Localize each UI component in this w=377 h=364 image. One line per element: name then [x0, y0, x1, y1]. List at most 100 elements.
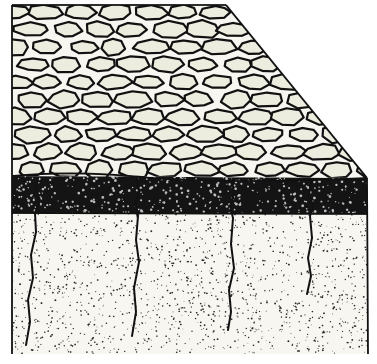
crust-speck: [44, 186, 46, 188]
soil-speck: [213, 320, 214, 321]
soil-speck: [135, 323, 136, 324]
soil-speck: [16, 335, 17, 336]
mud-plate: [203, 75, 231, 87]
soil-speck: [362, 277, 364, 279]
soil-speck: [15, 341, 16, 342]
crust-speck: [225, 177, 228, 180]
soil-speck: [215, 296, 216, 297]
soil-speck: [343, 291, 344, 292]
soil-speck: [272, 274, 274, 276]
crust-speck: [288, 187, 290, 189]
soil-speck: [184, 219, 186, 221]
soil-speck: [270, 245, 272, 247]
soil-speck: [212, 271, 214, 273]
soil-speck: [269, 237, 271, 239]
soil-speck: [220, 253, 221, 254]
soil-speck: [80, 260, 81, 261]
soil-speck: [90, 231, 91, 232]
soil-speck: [25, 218, 27, 220]
crust-speck: [175, 193, 178, 196]
soil-speck: [54, 299, 56, 301]
soil-speck: [255, 293, 257, 295]
soil-speck: [307, 348, 309, 350]
soil-speck: [196, 285, 197, 286]
soil-speck: [62, 287, 63, 288]
soil-speck: [155, 309, 156, 310]
soil-speck: [287, 340, 289, 342]
soil-speck: [173, 262, 175, 264]
soil-speck: [127, 329, 128, 330]
soil-speck: [109, 315, 111, 317]
soil-speck: [156, 314, 158, 316]
soil-speck: [334, 353, 335, 354]
soil-speck: [13, 322, 15, 324]
soil-speck: [22, 326, 23, 327]
soil-speck: [229, 257, 231, 259]
soil-speck: [69, 274, 71, 276]
soil-speck: [148, 253, 149, 254]
crust-speck: [152, 206, 154, 208]
soil-speck: [120, 339, 122, 341]
soil-speck: [114, 327, 115, 328]
soil-speck: [294, 306, 296, 308]
crust-speck: [283, 185, 285, 187]
crust-speck: [143, 185, 145, 187]
soil-speck: [24, 223, 25, 224]
soil-speck: [347, 253, 348, 254]
soil-speck: [24, 239, 25, 240]
soil-speck: [255, 298, 256, 299]
soil-speck: [363, 224, 364, 225]
soil-speck: [22, 352, 23, 353]
soil-speck: [127, 222, 129, 224]
soil-speck: [327, 331, 328, 332]
soil-speck: [362, 315, 363, 316]
soil-speck: [281, 325, 283, 327]
crust-speck: [362, 181, 364, 183]
crust-speck: [159, 199, 161, 201]
soil-speck: [195, 275, 196, 276]
soil-speck: [158, 322, 159, 323]
soil-speck: [228, 306, 229, 307]
soil-speck: [227, 345, 228, 346]
soil-speck: [322, 295, 323, 296]
crust-speck: [253, 182, 255, 184]
soil-speck: [44, 285, 45, 286]
soil-speck: [76, 309, 77, 310]
soil-speck: [127, 240, 128, 241]
soil-speck: [226, 281, 227, 282]
soil-speck: [282, 252, 284, 254]
soil-speck: [122, 322, 124, 324]
crust-speck: [313, 181, 315, 183]
soil-speck: [338, 219, 339, 220]
soil-speck: [306, 231, 307, 232]
soil-speck: [307, 334, 308, 335]
soil-speck: [65, 312, 66, 313]
crust-speck: [188, 193, 189, 194]
crust-speck: [235, 203, 238, 206]
soil-speck: [312, 317, 313, 318]
soil-speck: [348, 268, 350, 270]
soil-speck: [203, 311, 204, 312]
soil-speck: [181, 307, 182, 308]
crust-speck: [78, 192, 81, 195]
soil-speck: [139, 324, 140, 325]
soil-speck: [250, 248, 252, 250]
soil-speck: [21, 321, 23, 323]
soil-speck: [44, 293, 45, 294]
soil-speck: [217, 224, 218, 225]
soil-speck: [337, 240, 338, 241]
mud-plate: [224, 126, 249, 142]
soil-speck: [70, 344, 72, 346]
soil-speck: [87, 256, 89, 258]
soil-speck: [301, 272, 302, 273]
soil-speck: [327, 244, 328, 245]
mud-plate: [97, 110, 131, 124]
soil-speck: [176, 305, 177, 306]
soil-speck: [169, 261, 171, 263]
soil-speck: [354, 308, 355, 309]
soil-speck: [198, 322, 199, 323]
soil-speck: [190, 311, 192, 313]
soil-speck: [273, 337, 274, 338]
soil-speck: [51, 317, 53, 319]
soil-speck: [271, 345, 273, 347]
